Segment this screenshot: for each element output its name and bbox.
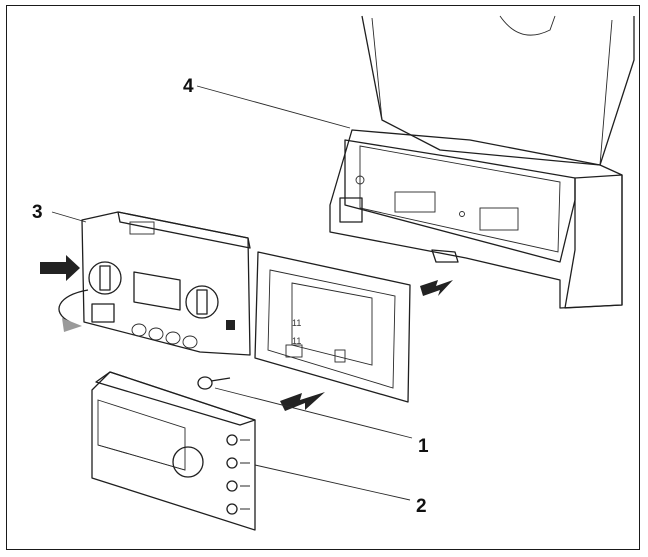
front-cover-panel — [91, 371, 256, 531]
button-icon — [182, 335, 198, 349]
leader-lines — [51, 85, 413, 501]
callout-2: 2 — [416, 496, 427, 517]
remove-arrow-icon — [280, 392, 325, 411]
callout-1: 1 — [418, 436, 429, 457]
remove-arrow-icon — [420, 280, 453, 296]
leader-line-4 — [196, 85, 351, 129]
button-icon — [131, 323, 147, 337]
selector-knob-icon — [172, 446, 204, 478]
leader-line-2 — [254, 464, 411, 501]
leader-line-3 — [51, 211, 87, 223]
callout-3: 3 — [32, 202, 43, 223]
figure-frame — [6, 5, 640, 550]
svg-text:11: 11 — [292, 318, 301, 328]
socket-icon — [479, 207, 519, 231]
leader-line-1 — [214, 387, 413, 439]
clip-icon — [339, 197, 363, 223]
rotate-arrow-icon — [58, 289, 89, 323]
screw-icon — [197, 376, 231, 390]
svg-text:11: 11 — [292, 336, 301, 346]
button-icon — [165, 331, 181, 345]
button-icon — [148, 327, 164, 341]
rotary-knob-left-icon — [88, 261, 122, 295]
callout-4: 4 — [183, 76, 194, 97]
connector-block-icon — [394, 191, 436, 213]
boiler-housing — [329, 15, 635, 309]
rotary-knob-right-icon — [185, 285, 219, 319]
push-arrow-icon — [40, 255, 80, 281]
control-module: 11 11 — [40, 211, 411, 403]
display-window — [133, 271, 181, 311]
